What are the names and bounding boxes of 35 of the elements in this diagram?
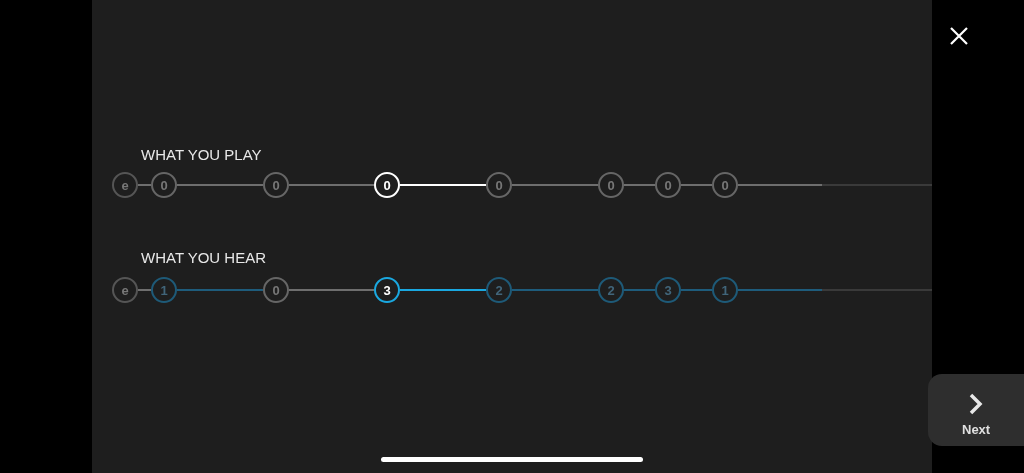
row-heading: WHAT YOU PLAY [141, 146, 262, 163]
connector-line [511, 184, 599, 186]
step-circle: 3 [374, 277, 400, 303]
step-circle: 0 [486, 172, 512, 198]
connector-line [623, 184, 656, 186]
step-circle: 1 [151, 277, 177, 303]
step-circle: e [112, 172, 138, 198]
connector-line [288, 289, 375, 291]
next-button: Next [928, 374, 1024, 446]
step-circle: 0 [151, 172, 177, 198]
step-circle: 1 [712, 277, 738, 303]
step-circle: 0 [712, 172, 738, 198]
connector-line [288, 184, 375, 186]
connector-line [137, 289, 152, 291]
connector-line [511, 289, 599, 291]
connector-line [137, 184, 152, 186]
connector-line [623, 289, 656, 291]
connector-line [176, 289, 264, 291]
connector-line [680, 289, 713, 291]
track-line [737, 289, 933, 291]
row-heading: WHAT YOU HEAR [141, 249, 267, 266]
connector-line [680, 184, 713, 186]
step-circle: 0 [598, 172, 624, 198]
track-line [737, 184, 933, 186]
connector-line [176, 184, 264, 186]
step-circle: 2 [486, 277, 512, 303]
step-circle: 0 [263, 172, 289, 198]
connector-line [399, 184, 487, 186]
step-circle: e [112, 277, 138, 303]
step-circle: 0 [374, 172, 400, 198]
step-circle: 0 [655, 172, 681, 198]
step-circle: 3 [655, 277, 681, 303]
step-circle: 2 [598, 277, 624, 303]
connector-line [399, 289, 487, 291]
step-circle: 0 [263, 277, 289, 303]
